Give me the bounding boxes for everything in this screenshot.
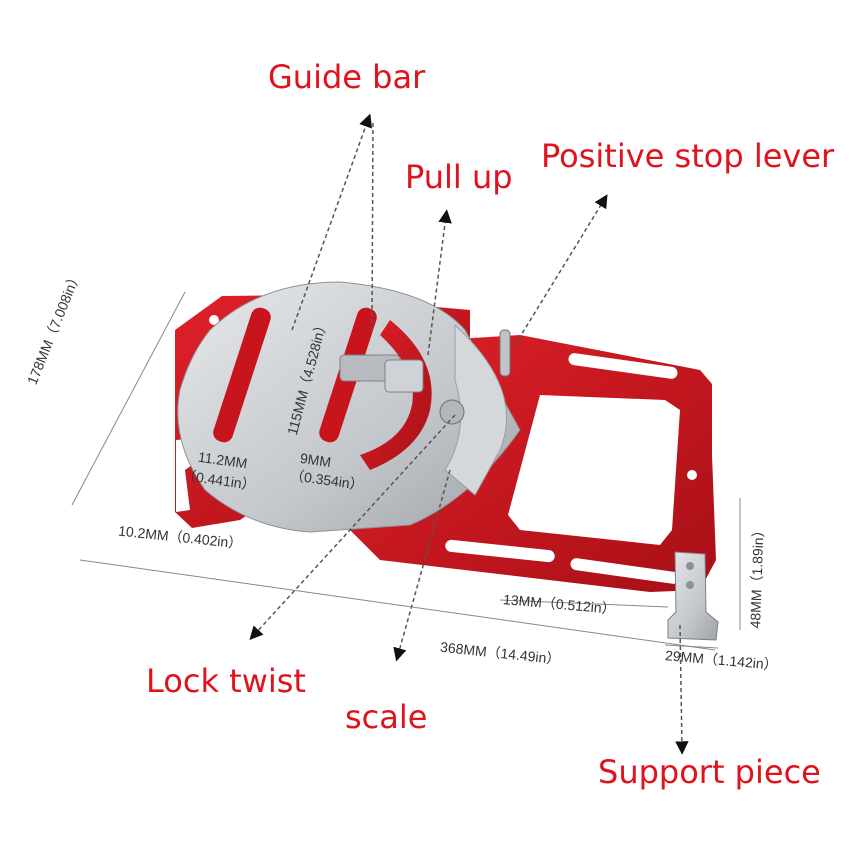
plate-slot [568, 353, 678, 379]
positive-stop-lever-label: Positive stop lever [541, 137, 835, 175]
scale-label: scale [345, 698, 428, 736]
pull-up-label: Pull up [405, 158, 513, 196]
support-piece-label: Support piece [598, 753, 821, 791]
support-piece [667, 551, 719, 641]
plate-slot [570, 558, 680, 584]
plate-slot [445, 539, 555, 563]
dimension-48: 48MM（1.89in） [746, 523, 767, 629]
mount-hole [209, 315, 219, 325]
lock-twist-knob [439, 399, 465, 425]
callout-lines [249, 113, 689, 755]
guide-bar-left [213, 307, 271, 443]
positive-stop-lever [499, 329, 511, 377]
mount-hole [687, 470, 697, 480]
guide-bar-label: Guide bar [268, 58, 426, 96]
lock-twist-label: Lock twist [146, 662, 306, 700]
pull-up-clamp [339, 354, 424, 393]
protractor-disc [177, 281, 521, 533]
dimension-lines [71, 291, 741, 651]
